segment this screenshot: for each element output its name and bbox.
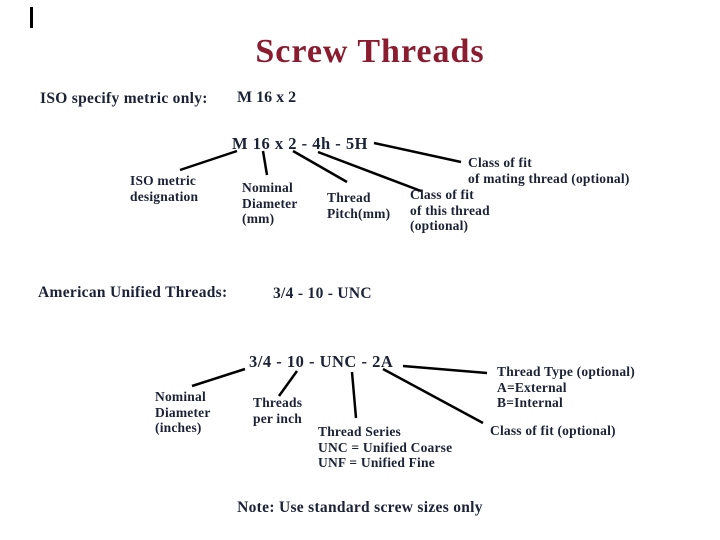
slide-title: Screw Threads bbox=[255, 33, 485, 70]
connector-line-fit-mating bbox=[373, 141, 462, 164]
unified-section-label: American Unified Threads: bbox=[38, 284, 228, 301]
connector-line-fit-this bbox=[317, 150, 422, 193]
iso-designation-text: M 16 x 2 - 4h - 5H bbox=[232, 134, 368, 153]
annotation-threads-per-inch: Threads per inch bbox=[253, 395, 303, 426]
connector-line-iso-metric bbox=[179, 149, 238, 172]
iso-example-text: M 16 x 2 bbox=[237, 89, 297, 106]
connector-line-thread-pitch bbox=[292, 149, 348, 184]
connector-line-thread-type bbox=[402, 364, 488, 375]
annotation-nominal-diameter-mm: Nominal Diameter (mm) bbox=[242, 180, 298, 226]
cursor-mark bbox=[30, 7, 33, 28]
annotation-class-of-fit-this-thread: Class of fit of this thread (optional) bbox=[410, 187, 490, 233]
annotation-thread-series: Thread Series UNC = Unified Coarse UNF =… bbox=[318, 424, 453, 470]
annotation-iso-metric-designation: ISO metric designation bbox=[130, 173, 199, 204]
annotation-thread-pitch: Thread Pitch(mm) bbox=[327, 190, 391, 221]
connector-line-thread-series bbox=[350, 371, 358, 419]
annotation-class-of-fit: Class of fit (optional) bbox=[490, 423, 616, 438]
unified-example-text: 3/4 - 10 - UNC bbox=[273, 285, 372, 302]
annotation-nominal-diameter-inches: Nominal Diameter (inches) bbox=[155, 389, 211, 435]
unified-designation-text: 3/4 - 10 - UNC - 2A bbox=[249, 352, 394, 371]
annotation-thread-type: Thread Type (optional) A=External B=Inte… bbox=[497, 364, 635, 410]
connector-line-class-of-fit bbox=[382, 367, 484, 425]
connector-line-threads-per-inch bbox=[277, 370, 299, 397]
footer-note: Note: Use standard screw sizes only bbox=[237, 499, 483, 516]
connector-line-nominal-inches bbox=[191, 367, 246, 388]
iso-section-label: ISO specify metric only: bbox=[40, 90, 208, 107]
connector-line-nominal-mm bbox=[261, 150, 269, 176]
annotation-class-of-fit-mating-thread: Class of fit of mating thread (optional) bbox=[468, 155, 630, 186]
